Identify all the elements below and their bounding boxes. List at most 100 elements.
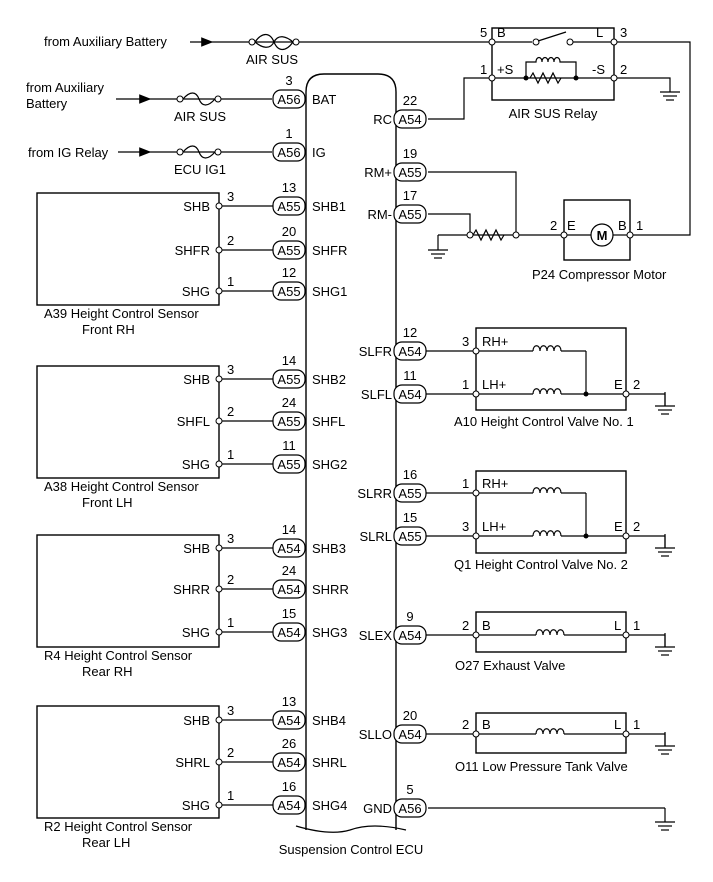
relay-pin-sp-no: 1 (480, 62, 487, 77)
ecu-right-pin-no: 11 (403, 368, 417, 383)
sensor-pin-no: 1 (227, 274, 234, 289)
sensor-pin-no: 1 (227, 447, 234, 462)
solenoid-icon (532, 530, 562, 537)
connector-left-id: A56 (277, 92, 300, 107)
sensor-location: Front RH (82, 322, 135, 337)
motor-pin-e-no: 2 (550, 218, 557, 233)
relay-pin-l-label: L (596, 25, 603, 40)
connector-right: A55 (393, 162, 427, 182)
valve-name: A10 Height Control Valve No. 1 (454, 414, 634, 429)
fuse-top-label: AIR SUS (246, 52, 298, 67)
valve-name: O27 Exhaust Valve (455, 658, 565, 673)
sensor-name: R2 Height Control Sensor (44, 819, 193, 834)
ecu-right-label: SLLO (359, 727, 392, 742)
ecu-left-pin-no: 16 (282, 779, 296, 794)
ecu-left-pin-no: 12 (282, 265, 296, 280)
ecu-left-label: SHG1 (312, 284, 347, 299)
ecu-name: Suspension Control ECU (279, 842, 424, 857)
connector-left-id: A55 (277, 199, 300, 214)
connector-left: A55 (272, 240, 306, 260)
connector-right: A54 (393, 109, 427, 129)
ecu-body (305, 73, 397, 830)
motor-symbol: M (597, 228, 608, 243)
valve-l-no: 1 (633, 717, 640, 732)
solenoid-icon (535, 629, 565, 636)
valve-l-label: L (614, 717, 621, 732)
ecu-left-pin-no: 24 (282, 395, 296, 410)
ecu-left-label: SHRR (312, 582, 349, 597)
ecu-right-pin-no: 19 (403, 146, 417, 161)
connector-right-id: A55 (398, 165, 421, 180)
valve-e-label: E (614, 377, 623, 392)
sensor-pin-label: SHB (183, 541, 210, 556)
motor-pin-b-label: B (618, 218, 627, 233)
ecu-left-label: SHG4 (312, 798, 347, 813)
ecu-left-pin-no: 13 (282, 694, 296, 709)
ecu-right-pin-no: 22 (403, 93, 417, 108)
ecu-left-label: SHFL (312, 414, 345, 429)
ecu-right-pin-no: 9 (406, 609, 413, 624)
sensor-pin-label: SHG (182, 284, 210, 299)
ecu-left-pin-no: 1 (285, 126, 292, 141)
connector-left: A55 (272, 196, 306, 216)
connector-right: A54 (393, 724, 427, 744)
sensor-pin-no: 3 (227, 189, 234, 204)
connector-right-id: A54 (398, 387, 421, 402)
valve-pin-label: RH+ (482, 476, 508, 491)
connector-left: A55 (272, 369, 306, 389)
motor-pin-b-no: 1 (636, 218, 643, 233)
sensor-location: Front LH (82, 495, 133, 510)
compressor-motor (560, 199, 634, 261)
valve-l-no: 1 (633, 618, 640, 633)
connector-left: A56 (272, 142, 306, 162)
connector-left: A55 (272, 411, 306, 431)
connector-left-id: A54 (277, 713, 300, 728)
ecu-left-pin-no: 11 (282, 438, 296, 453)
ecu-right-pins: 22A54RC19A55RM+17A55RM-12A54SLFR11A54SLF… (357, 93, 427, 818)
solenoid-icon (532, 345, 562, 352)
connector-left: A54 (272, 710, 306, 730)
ecu-left-label: BAT (312, 92, 336, 107)
source-ig: from IG Relay (28, 145, 109, 160)
valve-name: Q1 Height Control Valve No. 2 (454, 557, 628, 572)
connector-right-id: A54 (398, 112, 421, 127)
valve-e-no: 2 (633, 519, 640, 534)
connector-right-id: A56 (398, 801, 421, 816)
ecu-left-pin-no: 14 (282, 353, 296, 368)
sensor-pin-no: 2 (227, 745, 234, 760)
source-aux-mid-2: Battery (26, 96, 68, 111)
connector-left: A55 (272, 281, 306, 301)
sensor-pin-no: 3 (227, 362, 234, 377)
wire-relay-l-to-motor (617, 41, 691, 236)
fuse-air-sus-mid (176, 92, 222, 106)
connector-left-id: A55 (277, 284, 300, 299)
relay-pin-b-no: 5 (480, 25, 487, 40)
relay-pin-b-label: B (497, 25, 506, 40)
ecu-right-label: GND (363, 801, 392, 816)
valve-pin-no: 1 (462, 476, 469, 491)
sensor-name: R4 Height Control Sensor (44, 648, 193, 663)
solenoid-icon (532, 388, 562, 395)
ecu-right-pin-no: 17 (403, 188, 417, 203)
connector-right-id: A54 (398, 344, 421, 359)
ecu-right-label: SLEX (359, 628, 393, 643)
connector-right-id: A54 (398, 628, 421, 643)
valve-e-label: E (614, 519, 623, 534)
ecu-left-label: SHG2 (312, 457, 347, 472)
ground-icon (428, 249, 448, 259)
valve-pin-label: B (482, 717, 491, 732)
air-sus-relay (488, 27, 618, 101)
connector-left: A54 (272, 538, 306, 558)
wire-rm-minus (428, 213, 471, 235)
ecu-left-pin-no: 13 (282, 180, 296, 195)
ecu-right-pin-no: 12 (403, 325, 417, 340)
valve-pin-no: 3 (462, 334, 469, 349)
valve-pin-no: 3 (462, 519, 469, 534)
ecu-right-label: SLFL (361, 387, 392, 402)
ecu-right-label: SLFR (359, 344, 392, 359)
